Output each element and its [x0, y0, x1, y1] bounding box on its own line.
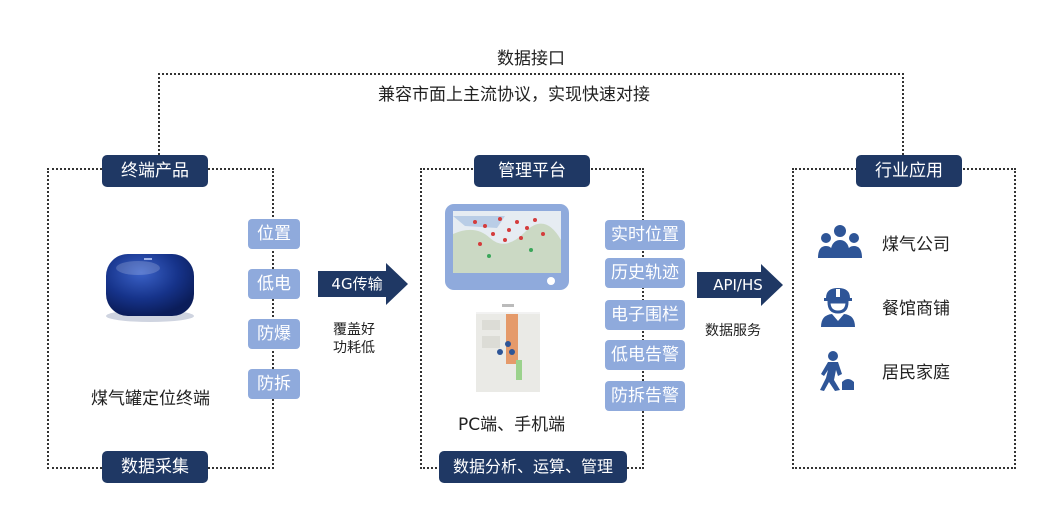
industry-label-household: 居民家庭	[882, 363, 950, 383]
platform-device-caption: PC端、手机端	[458, 415, 566, 435]
industry-item-restaurant: 餐馆商铺	[818, 286, 998, 327]
feature-location: 位置	[248, 219, 300, 249]
gps-device-image	[106, 254, 194, 322]
person-icon	[820, 351, 854, 391]
mobile-screen-image	[476, 300, 540, 392]
transmission-caption-2: 功耗低	[333, 340, 375, 356]
transmission-caption-1: 覆盖好	[333, 322, 375, 338]
industry-item-household: 居民家庭	[818, 350, 998, 391]
platform-header: 管理平台	[474, 155, 590, 187]
feature-geofence: 电子围栏	[605, 300, 685, 330]
interface-title: 数据接口	[497, 49, 565, 69]
device-label: 煤气罐定位终端	[91, 389, 210, 409]
transmission-arrow: 4G传输	[318, 263, 410, 305]
api-label: API/HS	[713, 276, 763, 294]
feature-tamper-alert: 防拆告警	[605, 381, 685, 411]
feature-low-battery-alert: 低电告警	[605, 340, 685, 370]
industry-item-gas-company: 煤气公司	[818, 222, 998, 262]
terminal-footer: 数据采集	[102, 451, 208, 483]
feature-history-track: 历史轨迹	[605, 258, 685, 288]
pc-screen-image	[445, 204, 569, 290]
feature-realtime-location: 实时位置	[605, 220, 685, 250]
platform-footer: 数据分析、运算、管理	[439, 451, 627, 483]
interface-line-right	[902, 73, 904, 155]
interface-line-left	[158, 73, 160, 155]
feature-tamper-proof: 防拆	[248, 369, 300, 399]
feature-explosion-proof: 防爆	[248, 319, 300, 349]
group-icon	[818, 225, 862, 258]
industry-label-gas-company: 煤气公司	[882, 235, 950, 255]
transmission-label: 4G传输	[331, 275, 383, 293]
feature-low-battery: 低电	[248, 269, 300, 299]
industry-label-restaurant: 餐馆商铺	[882, 299, 950, 319]
interface-line-top	[158, 73, 904, 75]
terminal-header: 终端产品	[102, 155, 208, 187]
worker-icon	[821, 288, 855, 327]
interface-subtitle: 兼容市面上主流协议，实现快速对接	[378, 85, 650, 105]
industry-header: 行业应用	[856, 155, 962, 187]
api-arrow: API/HS	[697, 264, 785, 306]
api-caption: 数据服务	[705, 323, 761, 339]
